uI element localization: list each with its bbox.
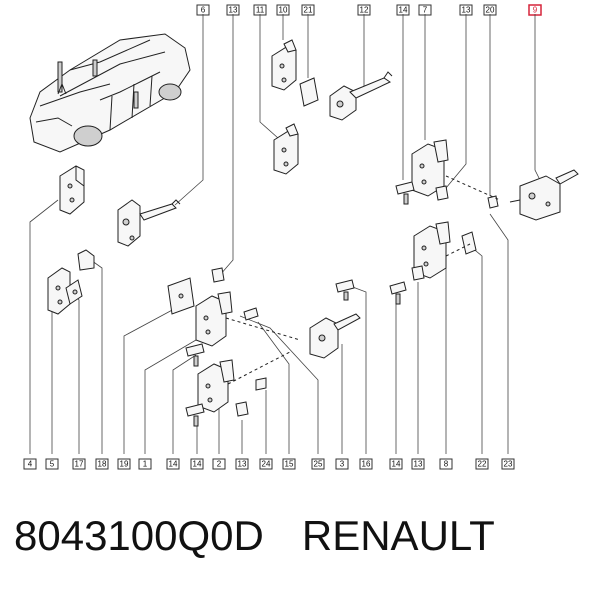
callout-bottom-2: 2 [212,458,226,470]
nut-part-20 [487,195,499,209]
callout-bottom-3: 3 [335,458,349,470]
callout-top-7: 7 [418,4,432,16]
hinge-part-7 [411,139,449,197]
callout-label: 12 [360,6,369,15]
callout-label: 15 [285,460,294,469]
nut-part-13-right [411,265,425,281]
callout-top-10: 10 [276,4,290,16]
callout-top-13: 13 [459,4,473,16]
check-strap-part-6 [117,199,181,247]
callout-label: 5 [50,460,55,469]
callout-bottom-13: 13 [235,458,249,470]
callout-label: 2 [217,460,222,469]
callout-bottom-15: 15 [282,458,296,470]
callout-bottom-4: 4 [23,458,37,470]
bolt-part-14-right [389,281,407,305]
callout-top-13: 13 [226,4,240,16]
leader-lines [29,14,541,454]
callout-top-20: 20 [483,4,497,16]
callout-bottom-18: 18 [95,458,109,470]
callout-top-12: 12 [357,4,371,16]
bolt-part-14-lower [185,403,205,427]
nut-part-13-lower [235,401,249,417]
hinge-part-1 [195,291,233,347]
nut-part-13-upper [435,185,449,201]
callout-top-21: 21 [301,4,315,16]
plate-part-19 [167,277,195,315]
hinge-part-4 [59,165,85,215]
pin-part-24 [255,377,267,391]
hinge-part-5 [47,267,83,315]
plate-part-21 [299,77,319,107]
callout-label: 9 [533,6,538,15]
hinge-part-8 [413,221,451,279]
hinge-part-10 [271,39,297,91]
bolt-part-14-center [185,343,205,367]
callout-label: 8 [444,460,449,469]
callout-label: 1 [143,460,148,469]
callout-label: 18 [98,460,107,469]
assembly-guides [225,175,501,385]
plate-part-18 [77,249,95,271]
callout-label: 16 [362,460,371,469]
callout-label: 10 [279,6,288,15]
bolt-part-14-upper [395,181,415,205]
callout-bottom-19: 19 [117,458,131,470]
callout-label: 13 [414,460,423,469]
callout-label: 3 [340,460,345,469]
callout-label: 17 [75,460,84,469]
callout-bottom-1: 1 [138,458,152,470]
callout-top-6: 6 [196,4,210,16]
callout-label: 14 [399,6,408,15]
callout-label: 13 [462,6,471,15]
callout-bottom-8: 8 [439,458,453,470]
callouts-bottom-row: 4 5 17 18 19 1 14 14 2 13 24 15 25 3 16 14 13 8 22 23 [23,458,515,470]
plate-part-22 [461,231,477,255]
callout-bottom-17: 17 [72,458,86,470]
lock-assembly-part-9 [509,169,579,221]
callout-label: 13 [238,460,247,469]
callout-label: 6 [201,6,206,15]
brand-name: RENAULT [301,512,495,559]
bolt-part-16 [335,279,355,301]
callout-bottom-23: 23 [501,458,515,470]
callout-label: 7 [423,6,428,15]
car-illustration [29,33,191,153]
callouts-top-row: 6 13 11 10 21 12 14 7 13 20 9 [196,4,542,16]
callout-label: 14 [392,460,401,469]
callout-top-11: 11 [253,4,267,16]
callout-label: 21 [304,6,313,15]
callout-label: 19 [120,460,129,469]
check-strap-part-3 [309,313,361,359]
callout-bottom-24: 24 [259,458,273,470]
callout-label: 11 [256,6,265,15]
callout-label: 14 [169,460,178,469]
parts-diagram: 6 13 11 10 21 12 14 7 13 20 9 4 5 17 18 19 1 14 14 2 13 24 15… [23,4,579,470]
callout-label: 20 [486,6,495,15]
callout-label: 4 [28,460,33,469]
callout-bottom-5: 5 [45,458,59,470]
callout-top-9: 9 [528,4,542,16]
callout-label: 24 [262,460,271,469]
part-number: 8043100Q0D [14,512,264,559]
callout-label: 13 [229,6,238,15]
callout-bottom-16: 16 [359,458,373,470]
callout-label: 14 [193,460,202,469]
nut-part-13-center [211,267,225,283]
callout-bottom-25: 25 [311,458,325,470]
part-caption: 8043100Q0D RENAULT [14,512,594,572]
callout-bottom-14: 14 [389,458,403,470]
callout-bottom-14: 14 [190,458,204,470]
check-strap-part-12 [329,71,393,121]
callout-label: 22 [478,460,487,469]
callout-bottom-13: 13 [411,458,425,470]
callout-label: 23 [504,460,513,469]
callout-bottom-22: 22 [475,458,489,470]
callout-top-14: 14 [396,4,410,16]
hinge-part-11 [273,123,299,175]
callout-bottom-14: 14 [166,458,180,470]
pin-part-15 [243,307,259,321]
hinge-part-2 [197,359,235,413]
callout-label: 25 [314,460,323,469]
